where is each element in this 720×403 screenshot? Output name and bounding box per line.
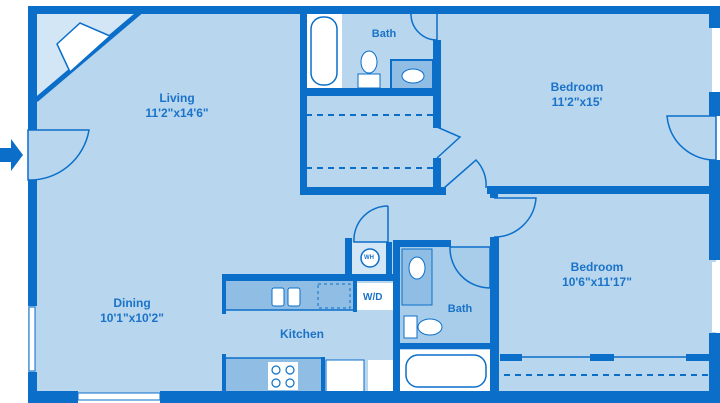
water-heater-label: WH bbox=[364, 255, 374, 261]
burner bbox=[285, 365, 295, 375]
arrow-right-icon bbox=[0, 139, 23, 171]
closet-door-post bbox=[590, 354, 614, 361]
burner bbox=[271, 378, 281, 388]
washer-dryer-box bbox=[357, 283, 393, 310]
room-bath-bottom: Bath bbox=[448, 302, 472, 317]
room-name: Kitchen bbox=[279, 327, 325, 341]
closet-door bbox=[436, 126, 462, 159]
burner bbox=[271, 365, 281, 375]
room-name: Bedroom bbox=[550, 80, 604, 94]
room-size: 10'1"x10'2" bbox=[100, 311, 164, 325]
top-bath-door-swing bbox=[410, 13, 438, 41]
kitchen-sink-right bbox=[287, 287, 301, 307]
top-bath-tub-inner bbox=[310, 16, 338, 86]
window-bottom bbox=[77, 392, 161, 401]
bottom-bath-door-swing bbox=[449, 246, 491, 289]
room-size: 11'2"x14'6" bbox=[145, 106, 209, 120]
room-bath-top: Bath bbox=[372, 27, 396, 42]
wh-door-swing bbox=[353, 205, 389, 243]
room-size: 10'6"x11'17" bbox=[562, 275, 632, 289]
top-bath-sink bbox=[401, 68, 425, 84]
room-living: Living 11'2"x14'6" bbox=[145, 91, 208, 121]
bedroom-bottom-door-swing bbox=[493, 197, 537, 238]
water-heater bbox=[360, 248, 380, 268]
washer-dryer-label: W/D bbox=[363, 292, 383, 303]
corner-fixture bbox=[56, 22, 112, 74]
bedroom-top-door-swing bbox=[666, 115, 717, 161]
room-name: Bath bbox=[447, 303, 473, 315]
pantry bbox=[368, 360, 394, 392]
dishwasher bbox=[317, 283, 351, 309]
kitchen-sink-left bbox=[271, 287, 285, 307]
refrigerator bbox=[325, 359, 365, 393]
top-bath-toilet-tank bbox=[357, 73, 381, 89]
room-size: 11'2"x15' bbox=[551, 95, 603, 109]
bottom-bath-sink bbox=[408, 256, 426, 280]
bottom-bath-tub-inner bbox=[405, 354, 487, 388]
walls bbox=[28, 6, 720, 403]
room-bedroom-bottom: Bedroom 10'6"x11'17" bbox=[562, 260, 632, 290]
bottom-bath-toilet-bowl bbox=[417, 318, 443, 336]
closet-door-post bbox=[686, 354, 710, 361]
closet-door-post bbox=[500, 354, 522, 361]
room-name: Dining bbox=[113, 296, 151, 310]
entry-door-swing bbox=[27, 129, 90, 181]
top-bath-toilet-bowl bbox=[360, 50, 378, 74]
burner bbox=[285, 378, 295, 388]
window-right-bottom bbox=[712, 262, 719, 332]
window-left bbox=[28, 306, 36, 372]
room-name: Bedroom bbox=[570, 260, 624, 274]
room-name: Living bbox=[159, 91, 195, 105]
room-kitchen: Kitchen bbox=[280, 327, 324, 342]
room-bedroom-top: Bedroom 11'2"x15' bbox=[551, 80, 604, 110]
bottom-bath-toilet-tank bbox=[403, 315, 418, 339]
hall-door-swing bbox=[443, 158, 487, 189]
room-name: Bath bbox=[371, 28, 397, 40]
window-right-top bbox=[712, 28, 719, 92]
room-dining: Dining 10'1"x10'2" bbox=[100, 296, 164, 326]
